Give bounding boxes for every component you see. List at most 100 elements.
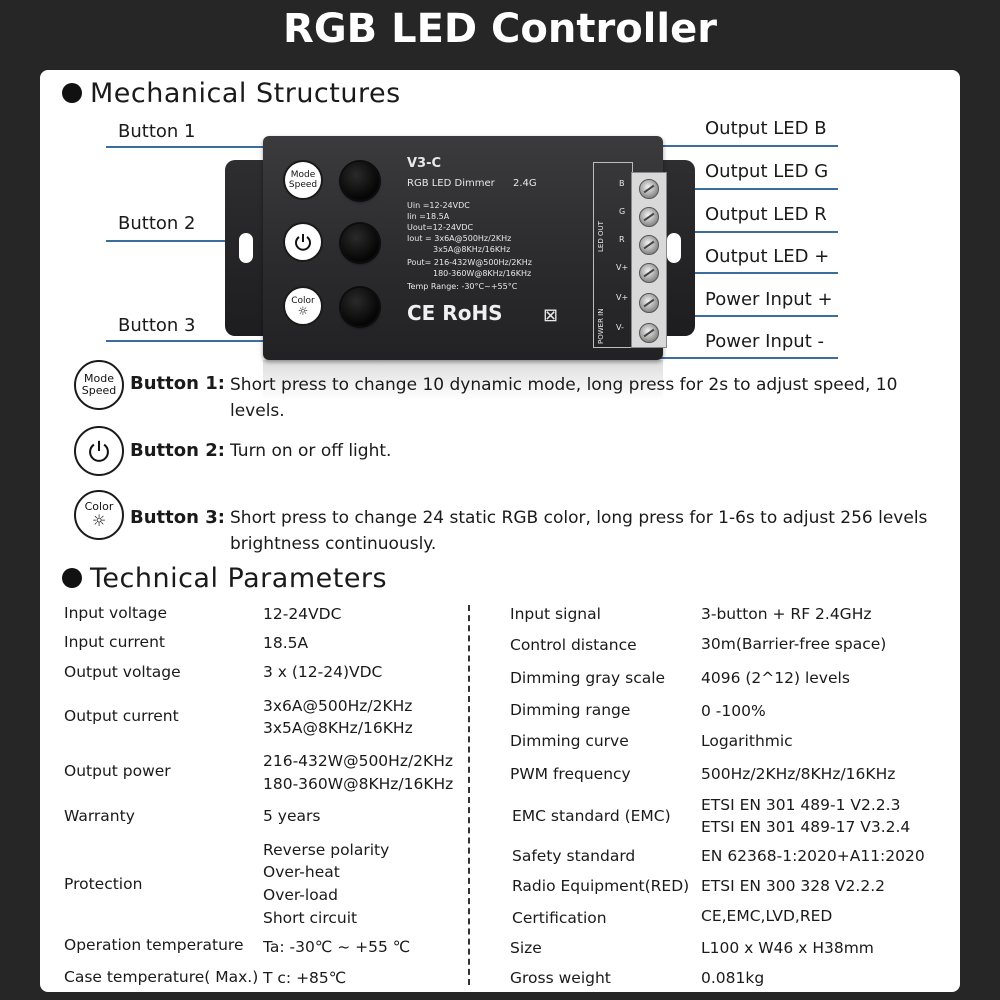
button-3-knob[interactable] bbox=[341, 288, 379, 326]
content-card: Mechanical Structures Button 1 Button 2 … bbox=[40, 70, 960, 992]
param-value: ETSI EN 301 489-17 V3.2.4 bbox=[701, 818, 911, 836]
terminal-label: V+ bbox=[616, 293, 629, 302]
page-title: RGB LED Controller bbox=[283, 6, 717, 52]
button-2-knob[interactable] bbox=[341, 224, 379, 262]
param-value: 3x5A@8KHz/16KHz bbox=[263, 719, 413, 737]
callout-line bbox=[652, 357, 838, 359]
color-brightness-icon: Color☼ bbox=[283, 286, 323, 326]
section-heading-mechanical-text: Mechanical Structures bbox=[90, 78, 401, 109]
terminal-label: B bbox=[619, 179, 625, 188]
param-name: Warranty bbox=[64, 807, 135, 825]
param-value: 4096 (2^12) levels bbox=[701, 669, 850, 687]
callout-output-g: Output LED G bbox=[705, 161, 829, 182]
callout-line bbox=[652, 272, 838, 274]
button-1-knob[interactable] bbox=[341, 162, 379, 200]
param-name: Output current bbox=[64, 707, 179, 725]
callout-line bbox=[652, 188, 838, 190]
param-value: Over-heat bbox=[263, 863, 340, 881]
device-spec: Uout=12-24VDC bbox=[407, 223, 474, 232]
param-name: Operation temperature bbox=[64, 936, 244, 954]
param-value: Reverse polarity bbox=[263, 841, 390, 859]
callout-output-plus: Output LED + bbox=[705, 246, 830, 267]
param-name: Input signal bbox=[510, 605, 601, 623]
param-value: CE,EMC,LVD,RED bbox=[701, 907, 833, 925]
callout-line bbox=[106, 240, 302, 242]
terminal-block bbox=[631, 172, 667, 348]
param-value: 18.5A bbox=[263, 634, 309, 652]
param-name: Output voltage bbox=[64, 663, 181, 681]
button-1-description: Short press to change 10 dynamic mode, l… bbox=[230, 375, 898, 421]
param-value: 30m(Barrier-free space) bbox=[701, 635, 887, 653]
param-name: Certification bbox=[512, 909, 607, 927]
device-spec: Temp Range: -30°C~+55°C bbox=[407, 282, 518, 291]
device-spec: 3x5A@8KHz/16KHz bbox=[433, 245, 511, 254]
param-value: 5 years bbox=[263, 807, 321, 825]
device-spec: Iin =18.5A bbox=[407, 212, 450, 221]
screw-terminal bbox=[639, 207, 659, 227]
callout-line bbox=[652, 315, 838, 317]
param-value: ETSI EN 300 328 V2.2.2 bbox=[701, 877, 885, 895]
param-name: Protection bbox=[64, 875, 143, 893]
device-spec: Uin =12-24VDC bbox=[407, 201, 470, 210]
screw-terminal bbox=[639, 323, 659, 343]
param-name: Gross weight bbox=[510, 969, 611, 987]
section-heading-technical: Technical Parameters bbox=[62, 563, 387, 594]
param-value: T c: +85℃ bbox=[263, 969, 347, 987]
param-value: 0 -100% bbox=[701, 702, 766, 720]
callout-output-r: Output LED R bbox=[705, 204, 827, 225]
screw-terminal bbox=[639, 263, 659, 283]
color-brightness-icon: Color☼ bbox=[74, 490, 124, 540]
screw-terminal bbox=[639, 179, 659, 199]
terminal-label: R bbox=[619, 235, 625, 244]
param-name: Control distance bbox=[510, 636, 637, 654]
section-heading-mechanical: Mechanical Structures bbox=[62, 78, 401, 109]
param-value: 180-360W@8KHz/16KHz bbox=[263, 775, 454, 793]
device-reflection bbox=[263, 360, 663, 400]
device-band: 2.4G bbox=[513, 178, 537, 189]
param-name: Safety standard bbox=[512, 847, 636, 865]
button-2-description: Turn on or off light. bbox=[230, 441, 392, 461]
power-icon bbox=[74, 426, 124, 476]
param-name: Case temperature( Max.) bbox=[64, 968, 259, 986]
param-name: EMC standard (EMC) bbox=[512, 807, 671, 825]
param-name: Radio Equipment(RED) bbox=[512, 877, 690, 895]
strip-label-input: POWER IN bbox=[597, 308, 605, 344]
callout-button-2: Button 2 bbox=[118, 213, 196, 234]
callout-button-1: Button 1 bbox=[118, 121, 196, 142]
button-3-label: Button 3: bbox=[130, 507, 225, 528]
param-value: Over-load bbox=[263, 886, 339, 904]
power-icon bbox=[283, 222, 323, 262]
button-2-label: Button 2: bbox=[130, 440, 225, 461]
callout-power-plus: Power Input + bbox=[705, 289, 833, 310]
param-name: Size bbox=[510, 939, 542, 957]
param-value: 12-24VDC bbox=[263, 605, 342, 623]
device-spec: Iout = 3x6A@500Hz/2KHz bbox=[407, 234, 512, 243]
device-model: V3-C bbox=[407, 156, 442, 171]
param-name: PWM frequency bbox=[510, 765, 631, 783]
callout-line bbox=[106, 146, 312, 148]
param-name: Dimming gray scale bbox=[510, 669, 666, 687]
device-spec: 180-360W@8KHz/16KHz bbox=[433, 269, 532, 278]
param-value: Logarithmic bbox=[701, 732, 793, 750]
callout-line bbox=[106, 340, 308, 342]
param-name: Input current bbox=[64, 633, 165, 651]
button-3-description: Short press to change 24 static RGB colo… bbox=[230, 508, 928, 554]
param-value: L100 x W46 x H38mm bbox=[701, 939, 874, 957]
device-name: RGB LED Dimmer bbox=[407, 178, 495, 189]
param-value: ETSI EN 301 489-1 V2.2.3 bbox=[701, 796, 901, 814]
button-1-label: Button 1: bbox=[130, 373, 225, 394]
param-value: 3-button + RF 2.4GHz bbox=[701, 605, 872, 623]
param-value: 3 x (12-24)VDC bbox=[263, 663, 383, 681]
param-value: 216-432W@500Hz/2KHz bbox=[263, 752, 454, 770]
param-name: Dimming curve bbox=[510, 732, 629, 750]
callout-line bbox=[652, 145, 838, 147]
callout-power-minus: Power Input - bbox=[705, 331, 824, 352]
terminal-label: G bbox=[619, 207, 626, 216]
callout-button-3: Button 3 bbox=[118, 315, 196, 336]
bullet-icon bbox=[62, 83, 82, 103]
screw-terminal bbox=[639, 293, 659, 313]
